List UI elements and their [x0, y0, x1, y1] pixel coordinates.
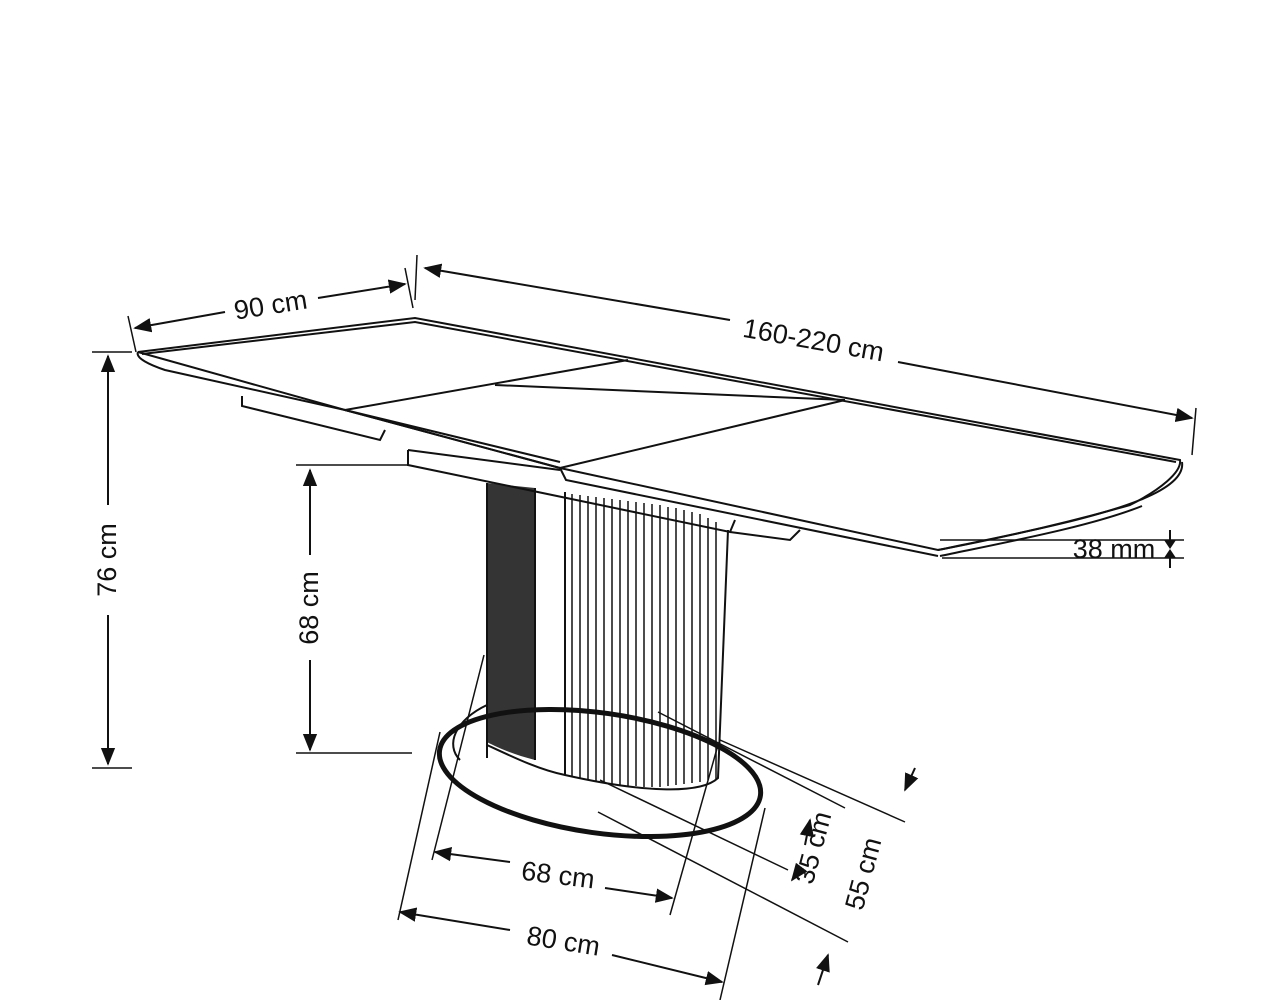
dim-apron-height-label: 68 cm	[294, 571, 324, 645]
dim-length-label: 160-220 cm	[741, 313, 887, 367]
dim-pedestal-length: 68 cm	[431, 654, 719, 916]
dim-height: 76 cm	[92, 351, 132, 769]
dim-pedestal-length-label: 68 cm	[520, 856, 597, 895]
dim-apron-height: 68 cm	[294, 464, 412, 754]
table-top	[136, 316, 1184, 557]
pedestal-fluting	[571, 494, 717, 787]
dim-top-thickness-label: 38 mm	[1073, 534, 1156, 564]
base	[436, 704, 764, 840]
dim-top-thickness: 38 mm	[940, 530, 1184, 568]
dim-width-label: 90 cm	[232, 285, 309, 326]
dim-pedestal-depth-label: 35 cm	[789, 808, 837, 887]
pedestal	[486, 483, 729, 791]
table-frame	[241, 396, 801, 542]
dim-base-depth-label: 55 cm	[839, 834, 887, 913]
dim-height-label: 76 cm	[92, 523, 122, 597]
dim-length: 160-220 cm	[414, 254, 1197, 456]
dim-base-length-label: 80 cm	[525, 921, 602, 962]
